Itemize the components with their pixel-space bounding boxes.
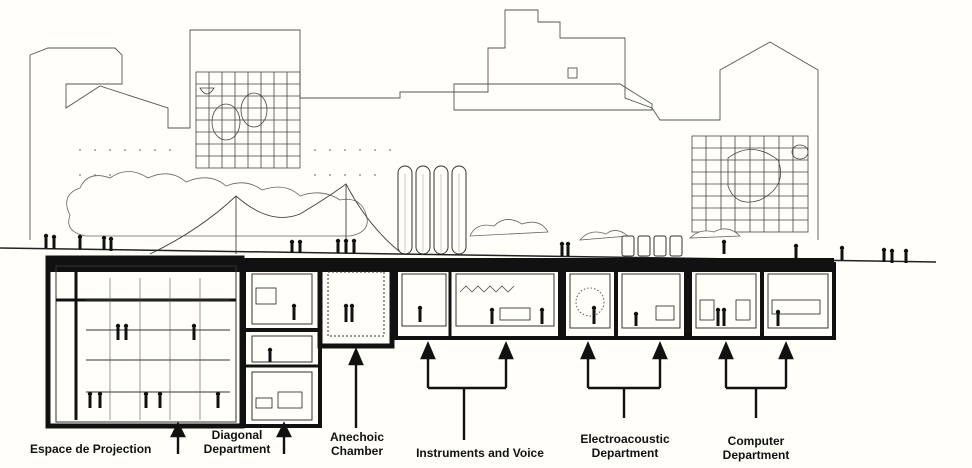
up-arrow-icon [426, 356, 508, 440]
label-instruments-and-voice: Instruments and Voice [406, 446, 554, 460]
person-icon [101, 235, 107, 250]
up-arrow-icon [170, 421, 186, 454]
person-icon [51, 234, 57, 249]
up-arrow-icon [718, 340, 734, 360]
up-arrow-icon [276, 421, 292, 454]
person-icon [87, 391, 93, 408]
electroacoustic-room-b [614, 262, 688, 340]
up-arrow-icon [420, 340, 436, 360]
label-anechoic-line1: Anechoic [329, 430, 384, 444]
person-icon [77, 234, 83, 249]
person-icon [343, 238, 349, 253]
up-arrow-icon [724, 356, 788, 418]
person-icon [839, 245, 845, 260]
person-icon [115, 323, 121, 340]
instruments-and-voice-room [394, 262, 562, 340]
person-icon [539, 307, 545, 324]
up-arrow-icon [498, 340, 514, 360]
person-icon [191, 323, 197, 340]
person-icon [903, 248, 909, 263]
equipment [255, 287, 821, 409]
person-icon [417, 305, 423, 322]
label-diagonal-line2: Department [203, 442, 271, 456]
person-icon [633, 311, 639, 326]
anechoic-chamber-room [317, 261, 395, 349]
person-icon [123, 323, 129, 340]
person-icon [291, 303, 297, 320]
label-computer-line2: Department [722, 448, 790, 462]
person-icon [591, 305, 597, 324]
person-icon [881, 247, 887, 262]
arrows [170, 340, 794, 454]
label-anechoic-line2: Chamber [330, 444, 383, 458]
person-icon [343, 303, 349, 322]
computer-room-b [760, 262, 836, 340]
label-espace-de-projection: Espace de Projection [30, 442, 151, 456]
label-electro-line2: Department [591, 446, 659, 460]
person-icon [721, 239, 727, 254]
person-icon [889, 248, 895, 263]
person-icon [157, 391, 163, 408]
person-icon [43, 233, 49, 248]
person-icon [565, 241, 571, 256]
person-icon [97, 391, 103, 408]
person-icon [775, 309, 781, 326]
person-icon [489, 307, 495, 324]
person-icon [351, 238, 357, 253]
underground-structure [45, 255, 836, 429]
skyline [29, 9, 819, 240]
label-diagonal-department: Diagonal Department [198, 428, 276, 456]
person-icon [349, 303, 355, 322]
person-icon [215, 391, 221, 408]
person-icon [559, 241, 565, 256]
person-icon [108, 236, 114, 251]
label-electroacoustic-department: Electroacoustic Department [570, 432, 680, 460]
label-espace-text: Espace de Projection [30, 442, 152, 456]
label-anechoic-chamber: Anechoic Chamber [322, 430, 392, 458]
label-computer-department: Computer Department [712, 434, 800, 462]
up-arrow-icon [586, 356, 662, 418]
person-icon [289, 239, 295, 253]
left-facade-grid [195, 71, 301, 169]
right-facade-grid [691, 135, 809, 233]
person-icon [267, 347, 273, 362]
silos [397, 165, 683, 257]
person-icon [793, 243, 799, 258]
electroacoustic-room-a [562, 262, 618, 340]
person-icon [721, 307, 727, 326]
person-icon [143, 391, 149, 408]
up-arrow-icon [348, 346, 364, 428]
up-arrow-icon [652, 340, 668, 360]
up-arrow-icon [580, 340, 596, 360]
label-instruments-text: Instruments and Voice [416, 446, 544, 460]
person-icon [715, 307, 721, 326]
tree-cloud-icon [66, 171, 741, 241]
label-diagonal-line1: Diagonal [211, 428, 263, 442]
label-computer-line1: Computer [727, 434, 785, 448]
label-electro-line1: Electroacoustic [580, 432, 670, 446]
people [43, 233, 909, 408]
dotted-wall [79, 149, 391, 176]
person-icon [335, 238, 341, 253]
person-icon [297, 239, 303, 253]
up-arrow-icon [778, 340, 794, 360]
